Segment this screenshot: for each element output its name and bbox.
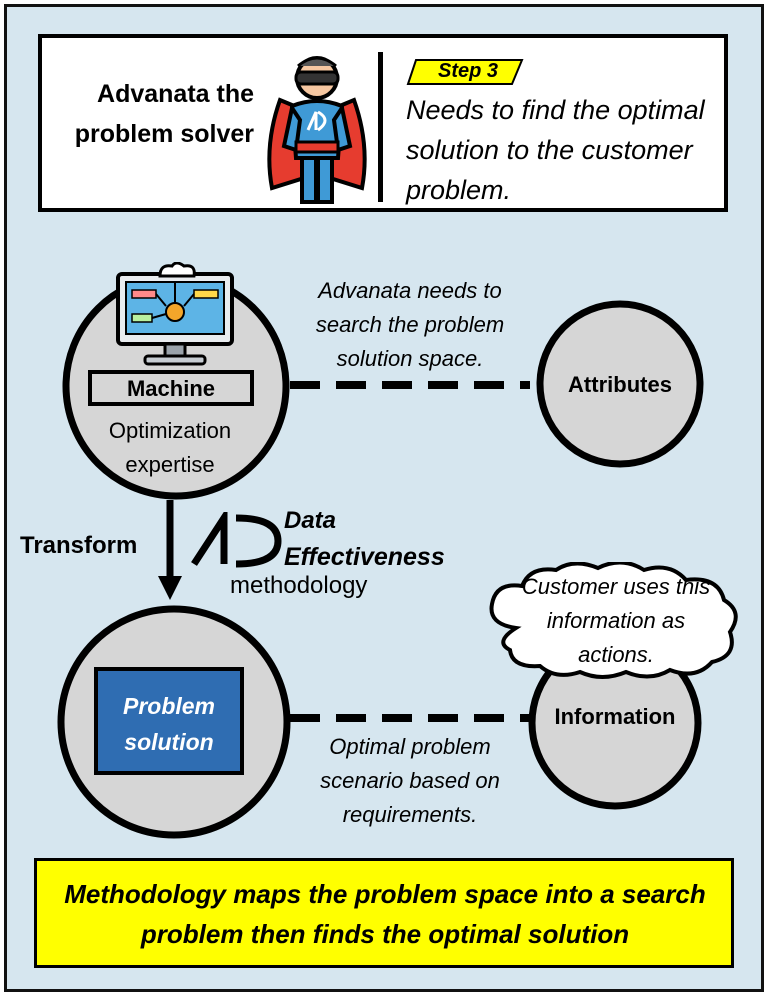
search-note: Advanata needs to search the problem sol…	[315, 278, 505, 371]
attributes-label: Attributes	[568, 372, 672, 397]
machine-label: Machine	[126, 376, 216, 401]
attributes-node	[536, 300, 704, 468]
hero-title: Advanata the problem solver	[74, 80, 254, 148]
header-panel	[38, 34, 728, 212]
footer-text: Methodology maps the problem space into …	[64, 879, 706, 949]
machine-label-box	[88, 370, 254, 406]
header-divider	[378, 52, 383, 202]
footer-panel	[34, 858, 734, 968]
solution-label: Problem solution	[122, 693, 216, 755]
step-tag-shape	[406, 59, 524, 85]
methodology-name-line1: Data	[284, 507, 337, 534]
methodology-name-line2: Effectiveness	[284, 543, 445, 571]
transform-label: Transform	[20, 532, 138, 559]
computer-monitor-icon	[116, 262, 234, 366]
information-label: Information	[554, 704, 676, 729]
solution-box	[94, 667, 244, 775]
step-description: Needs to find the optimal solution to th…	[406, 95, 705, 205]
superhero-icon	[267, 56, 367, 204]
methodology-subtitle: methodology	[230, 572, 368, 599]
machine-caption: Optimization expertise	[108, 418, 232, 477]
transform-arrowhead	[158, 576, 182, 600]
step-label: Step 3	[438, 60, 499, 82]
cloud-icon	[489, 562, 738, 679]
scenario-note: Optimal problem scenario based on requir…	[320, 734, 500, 827]
ad-logo-icon	[191, 512, 282, 568]
cloud-note: Customer uses this information as action…	[521, 574, 711, 667]
